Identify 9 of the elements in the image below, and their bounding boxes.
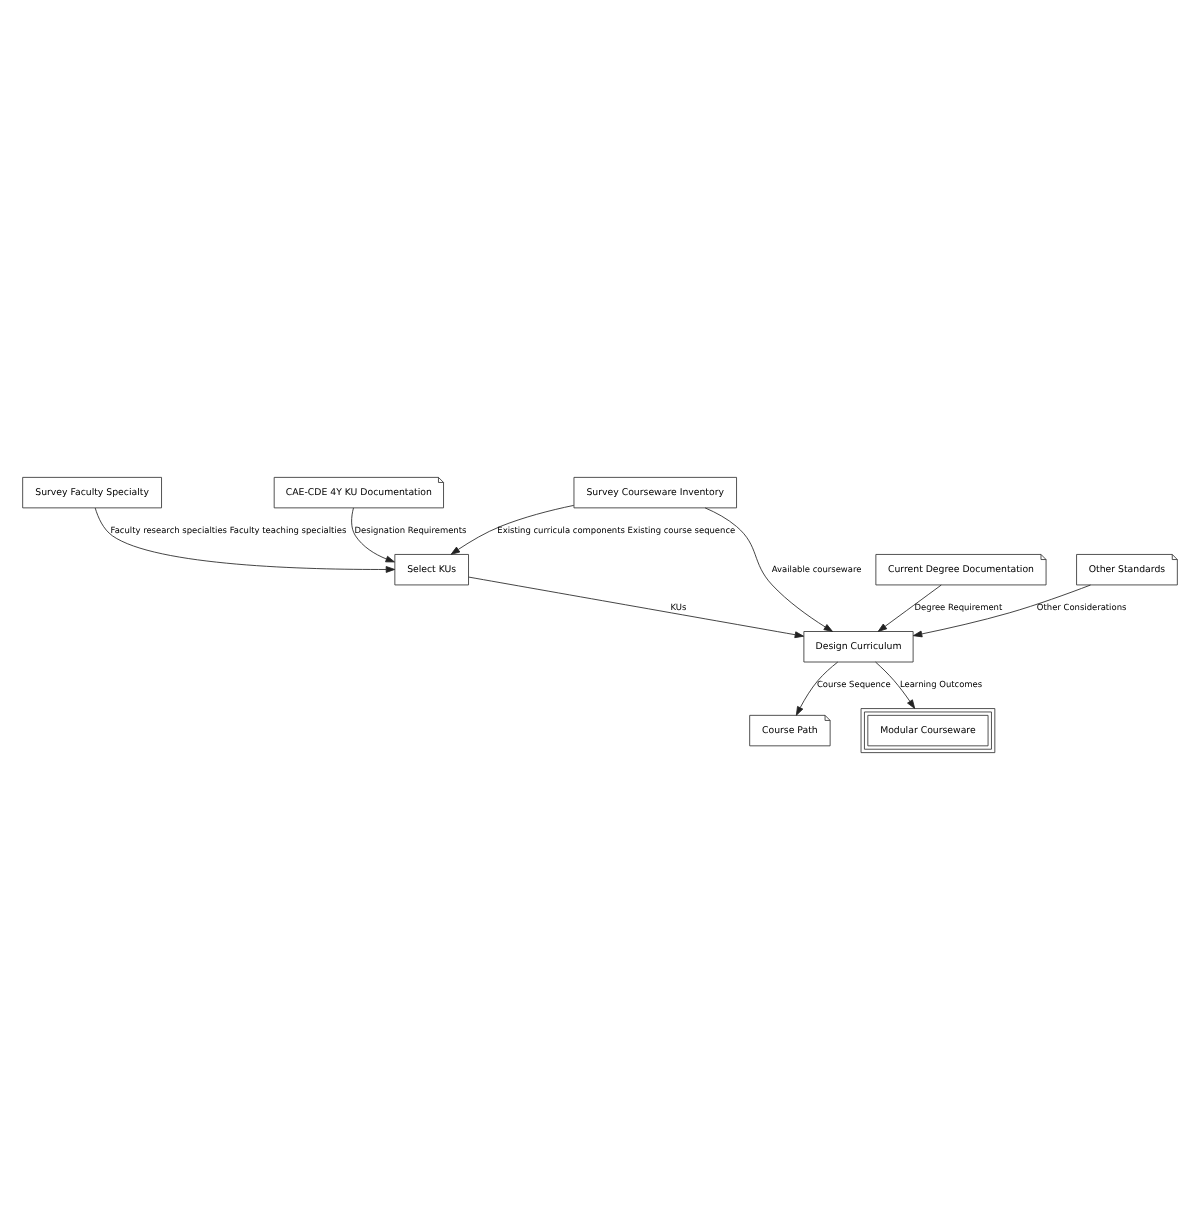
arrow — [877, 583, 942, 631]
arrow — [875, 660, 916, 708]
arrow — [912, 583, 1091, 637]
arrow — [94, 506, 396, 572]
arrow — [351, 506, 395, 562]
arrow — [468, 575, 804, 638]
arrow — [704, 506, 833, 631]
arrow — [450, 504, 575, 554]
arrow — [795, 660, 839, 715]
